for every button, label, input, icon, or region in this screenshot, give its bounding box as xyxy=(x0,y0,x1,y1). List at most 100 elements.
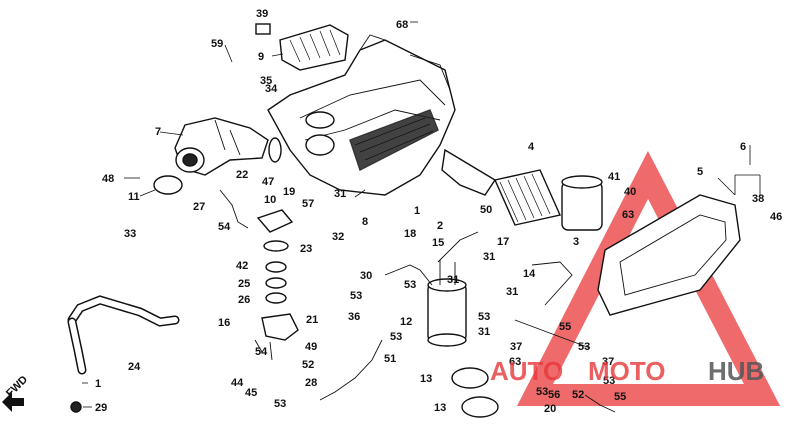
part-label: 20 xyxy=(544,403,556,415)
part-label: 53 xyxy=(350,290,362,302)
part-label: 53 xyxy=(274,398,286,410)
part-label: 12 xyxy=(400,316,412,328)
fwd-arrow: FWD xyxy=(2,374,30,412)
part-label: 9 xyxy=(258,51,264,63)
drain-assembly xyxy=(254,313,299,361)
part-label: 5 xyxy=(697,166,703,178)
part-label: 31 xyxy=(478,326,490,338)
mount-bracket xyxy=(256,209,294,252)
fuel-hose xyxy=(384,264,433,286)
part-label: 6 xyxy=(740,141,746,153)
breather-tube xyxy=(219,189,249,229)
part-label: 68 xyxy=(396,19,408,31)
part-label: 15 xyxy=(432,237,444,249)
leader-lines xyxy=(82,21,761,408)
part-label: 23 xyxy=(300,243,312,255)
part-label: 31 xyxy=(334,188,346,200)
part-label: 54 xyxy=(255,346,268,358)
part-label: 51 xyxy=(384,353,396,365)
part-label: 1 xyxy=(95,378,101,390)
part-label: 11 xyxy=(128,191,140,203)
washer xyxy=(265,261,287,273)
part-label: 57 xyxy=(302,198,314,210)
part-label: 35 xyxy=(260,75,272,87)
part-label: 54 xyxy=(218,221,231,233)
part-label: 32 xyxy=(332,231,344,243)
part-label: 42 xyxy=(236,260,248,272)
part-label: 50 xyxy=(480,204,492,216)
label-plate xyxy=(255,23,271,35)
part-labels: 39 9 59 35 34 7 48 11 22 47 10 27 54 19 … xyxy=(95,8,782,415)
part-label: 2 xyxy=(437,220,443,232)
part-label: 33 xyxy=(124,228,136,240)
part-label: 14 xyxy=(523,268,536,280)
filter-cover xyxy=(561,175,603,231)
part-label: 39 xyxy=(256,8,268,20)
part-label: 40 xyxy=(624,186,636,198)
part-label: 38 xyxy=(752,193,764,205)
side-cover xyxy=(597,194,741,316)
part-label: 8 xyxy=(362,216,368,228)
part-label: 31 xyxy=(447,274,459,286)
watermark-logo xyxy=(516,151,781,406)
band-clamp xyxy=(461,396,499,418)
vent-hose xyxy=(514,319,591,349)
part-label: 52 xyxy=(302,359,314,371)
air-duct-top xyxy=(279,24,349,71)
watermark-hub: HUB xyxy=(708,356,764,386)
part-label: 45 xyxy=(245,387,257,399)
part-label: 7 xyxy=(155,126,161,138)
part-label: 48 xyxy=(102,173,114,185)
fuel-hose xyxy=(319,339,383,401)
washer xyxy=(265,292,287,304)
part-label: 52 xyxy=(572,389,584,401)
bolt xyxy=(70,401,82,413)
part-label: 37 xyxy=(602,356,614,368)
part-label: 16 xyxy=(218,317,230,329)
part-label: 22 xyxy=(236,169,248,181)
air-filter-element xyxy=(441,148,561,226)
o-ring xyxy=(268,137,282,163)
part-label: 24 xyxy=(128,361,141,373)
part-label: 19 xyxy=(283,186,295,198)
part-label: 41 xyxy=(608,171,620,183)
fuel-hose xyxy=(437,231,479,263)
part-label: 31 xyxy=(483,251,495,263)
part-label: 17 xyxy=(497,236,509,248)
part-label: 28 xyxy=(305,377,317,389)
part-label: 47 xyxy=(262,176,274,188)
watermark-auto: AUTO xyxy=(490,356,563,386)
part-label: 34 xyxy=(265,83,278,95)
svg-text:FWD: FWD xyxy=(4,374,30,400)
vent-hose xyxy=(531,261,573,306)
part-label: 55 xyxy=(559,321,571,333)
part-label: 4 xyxy=(528,141,535,153)
intake-duct xyxy=(174,117,269,176)
part-label: 37 xyxy=(510,341,522,353)
watermark-text: AUTO MOTO HUB xyxy=(490,356,764,386)
part-label: 10 xyxy=(264,194,276,206)
part-label: 53 xyxy=(536,386,548,398)
part-label: 36 xyxy=(348,311,360,323)
band-clamp xyxy=(451,367,489,389)
part-label: 3 xyxy=(573,236,579,248)
part-label: 21 xyxy=(306,314,318,326)
part-label: 26 xyxy=(238,294,250,306)
part-label: 53 xyxy=(404,279,416,291)
vent-hose xyxy=(584,394,616,413)
part-label: 59 xyxy=(211,38,223,50)
part-label: 1 xyxy=(414,205,420,217)
part-label: 63 xyxy=(509,356,521,368)
part-label: 53 xyxy=(578,341,590,353)
watermark-moto: MOTO xyxy=(588,356,666,386)
part-label: 63 xyxy=(622,209,634,221)
part-label: 13 xyxy=(420,373,432,385)
part-label: 13 xyxy=(434,402,446,414)
part-label: 25 xyxy=(238,278,250,290)
part-label: 53 xyxy=(478,311,490,323)
part-label: 53 xyxy=(603,375,615,387)
part-label: 29 xyxy=(95,402,107,414)
part-label: 30 xyxy=(360,270,372,282)
